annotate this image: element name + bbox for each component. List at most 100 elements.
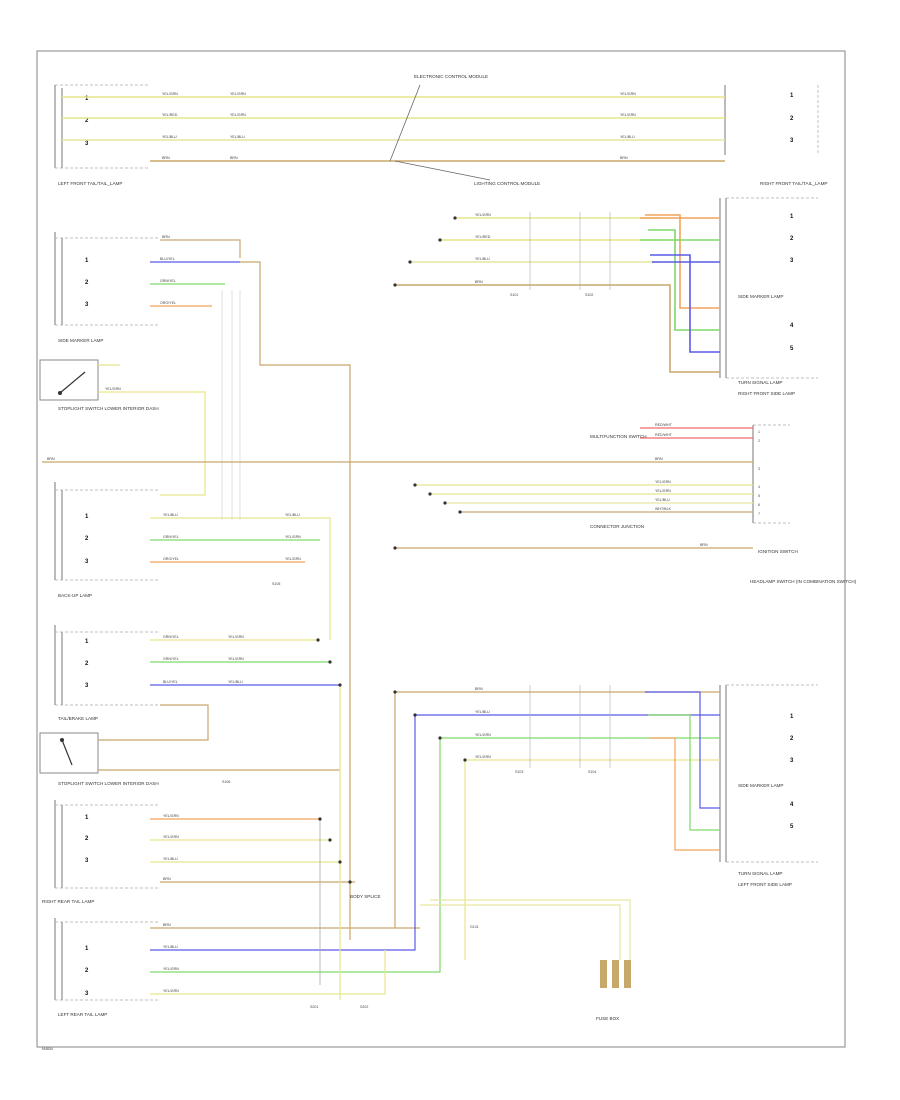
svg-text:2: 2 <box>790 236 794 242</box>
svg-text:YEL/GRN: YEL/GRN <box>655 480 671 484</box>
svg-text:YEL/GRN: YEL/GRN <box>228 635 244 639</box>
svg-text:YEL/GRN: YEL/GRN <box>475 755 491 759</box>
svg-text:YEL/RED: YEL/RED <box>475 235 491 239</box>
rr-tail-label: RIGHT REAR TAIL LAMP <box>42 899 94 904</box>
svg-text:YEL/BLU: YEL/BLU <box>163 513 178 517</box>
svg-text:3: 3 <box>85 302 89 308</box>
svg-text:BRN: BRN <box>700 543 708 547</box>
svg-text:YEL/BLU: YEL/BLU <box>230 135 245 139</box>
svg-text:G101: G101 <box>470 925 479 929</box>
footer-code: M4654 <box>42 1047 53 1051</box>
stoplight-switch-top: STOPLIGHT SWITCH LOWER INTERIOR DASH <box>39 359 159 411</box>
svg-text:ORG/YEL: ORG/YEL <box>160 301 176 305</box>
svg-text:5: 5 <box>758 494 760 498</box>
stop-switch2-label: STOPLIGHT SWITCH LOWER INTERIOR DASH <box>58 781 159 786</box>
svg-text:YEL/GRN: YEL/GRN <box>620 113 636 117</box>
svg-text:YEL/BLU: YEL/BLU <box>655 498 670 502</box>
svg-text:YEL/BLU: YEL/BLU <box>162 135 177 139</box>
right-front-combo-lamp: 1 2 3 SIDE MARKER LAMP 4 5 TURN SIGNAL L… <box>719 197 818 396</box>
rf-combo-label: RIGHT FRONT SIDE LAMP <box>738 391 795 396</box>
svg-text:4: 4 <box>790 323 794 329</box>
svg-text:3: 3 <box>85 858 89 864</box>
svg-text:YEL/GRN: YEL/GRN <box>285 535 301 539</box>
svg-text:2: 2 <box>85 968 89 974</box>
svg-text:GRN/YEL: GRN/YEL <box>163 535 179 539</box>
right-front-tail-box: 1 2 3 RIGHT FRONT TAIL/TAIL_LAMP <box>724 85 827 186</box>
svg-text:BRN: BRN <box>47 457 55 461</box>
backup-lamp: 1 2 3 BACK-UP LAMP <box>54 482 160 598</box>
svg-text:YEL/GRN: YEL/GRN <box>163 967 179 971</box>
svg-text:BLU/YEL: BLU/YEL <box>163 680 178 684</box>
svg-text:YEL/GRN: YEL/GRN <box>620 92 636 96</box>
svg-text:YEL/GRN: YEL/GRN <box>163 835 179 839</box>
svg-text:2: 2 <box>85 661 89 667</box>
svg-text:1: 1 <box>758 430 760 434</box>
svg-text:BRN: BRN <box>163 923 171 927</box>
svg-text:S106: S106 <box>222 780 230 784</box>
fuse-box: FUSE BOX <box>596 960 631 1021</box>
lf-combo-label: LEFT FRONT SIDE LAMP <box>738 882 792 887</box>
svg-text:BRN: BRN <box>230 156 238 160</box>
svg-text:1: 1 <box>85 514 89 520</box>
svg-text:RED/WHT: RED/WHT <box>655 423 673 427</box>
svg-text:YEL/GRN: YEL/GRN <box>655 489 671 493</box>
svg-text:RED/WHT: RED/WHT <box>655 433 673 437</box>
svg-text:2: 2 <box>790 736 794 742</box>
svg-text:2: 2 <box>85 536 89 542</box>
left-rear-tail-lamp: 1 2 3 LEFT REAR TAIL LAMP <box>54 918 160 1017</box>
svg-text:S101: S101 <box>510 293 518 297</box>
turn-signal-l-label: TURN SIGNAL LAMP <box>738 871 783 876</box>
svg-text:4: 4 <box>758 485 760 489</box>
svg-text:S103: S103 <box>515 770 523 774</box>
svg-text:BRN: BRN <box>475 687 483 691</box>
sidemarker-label: SIDE MARKER LAMP <box>58 338 103 343</box>
svg-text:5: 5 <box>790 824 794 830</box>
svg-text:2: 2 <box>85 280 89 286</box>
svg-text:YEL/GRN: YEL/GRN <box>228 657 244 661</box>
wire-group <box>42 84 753 1000</box>
svg-text:3: 3 <box>790 138 794 144</box>
svg-text:1: 1 <box>85 639 89 645</box>
svg-text:WHT/BLK: WHT/BLK <box>655 507 672 511</box>
svg-text:2: 2 <box>85 118 89 124</box>
svg-text:YEL/GRN: YEL/GRN <box>105 387 121 391</box>
svg-text:BRN: BRN <box>620 156 628 160</box>
stop-switch-label: STOPLIGHT SWITCH LOWER INTERIOR DASH <box>58 406 159 411</box>
fuse-box-label: FUSE BOX <box>596 1016 619 1021</box>
backup-lamp-label: BACK-UP LAMP <box>58 593 92 598</box>
svg-text:3: 3 <box>85 559 89 565</box>
svg-text:GRN/YEL: GRN/YEL <box>163 635 179 639</box>
body-splice-label: BODY SPLICE <box>350 894 381 899</box>
svg-text:BRN: BRN <box>162 156 170 160</box>
splice-dots <box>316 216 467 884</box>
svg-text:7: 7 <box>758 512 760 516</box>
svg-text:1: 1 <box>85 258 89 264</box>
svg-text:YEL/GRN: YEL/GRN <box>163 989 179 993</box>
svg-text:2: 2 <box>758 439 760 443</box>
svg-text:3: 3 <box>790 258 794 264</box>
tail-brake-lamp: 1 2 3 TAIL/BRAKE LAMP <box>54 625 160 721</box>
svg-text:4: 4 <box>790 802 794 808</box>
note-mid: LIGHTING CONTROL MODULE <box>474 181 540 186</box>
svg-text:3: 3 <box>758 467 760 471</box>
tail-brake-label: TAIL/BRAKE LAMP <box>58 716 98 721</box>
wire-labels: YEL/GRN YEL/GRN YEL/RED YEL/GRN YEL/BLU … <box>47 92 708 993</box>
diagram-frame <box>36 50 846 1048</box>
svg-text:1: 1 <box>85 96 89 102</box>
svg-text:YEL/RED: YEL/RED <box>162 113 178 117</box>
svg-text:YEL/BLU: YEL/BLU <box>163 945 178 949</box>
stoplight-switch-bottom: STOPLIGHT SWITCH LOWER INTERIOR DASH <box>39 732 159 786</box>
svg-text:YEL/GRN: YEL/GRN <box>230 92 246 96</box>
svg-text:YEL/BLU: YEL/BLU <box>475 710 490 714</box>
svg-text:1: 1 <box>790 214 794 220</box>
svg-text:YEL/GRN: YEL/GRN <box>475 213 491 217</box>
svg-text:1: 1 <box>85 815 89 821</box>
lf-tail-label: LEFT FRONT TAIL/TAIL_LAMP <box>58 181 122 186</box>
svg-text:3: 3 <box>85 991 89 997</box>
svg-text:YEL/BLU: YEL/BLU <box>620 135 635 139</box>
svg-text:YEL/BLU: YEL/BLU <box>285 513 300 517</box>
svg-text:YEL/GRN: YEL/GRN <box>162 92 178 96</box>
left-front-tail-lamp: 1 2 3 LEFT FRONT TAIL/TAIL_LAMP <box>54 84 150 186</box>
svg-text:YEL/GRN: YEL/GRN <box>163 814 179 818</box>
